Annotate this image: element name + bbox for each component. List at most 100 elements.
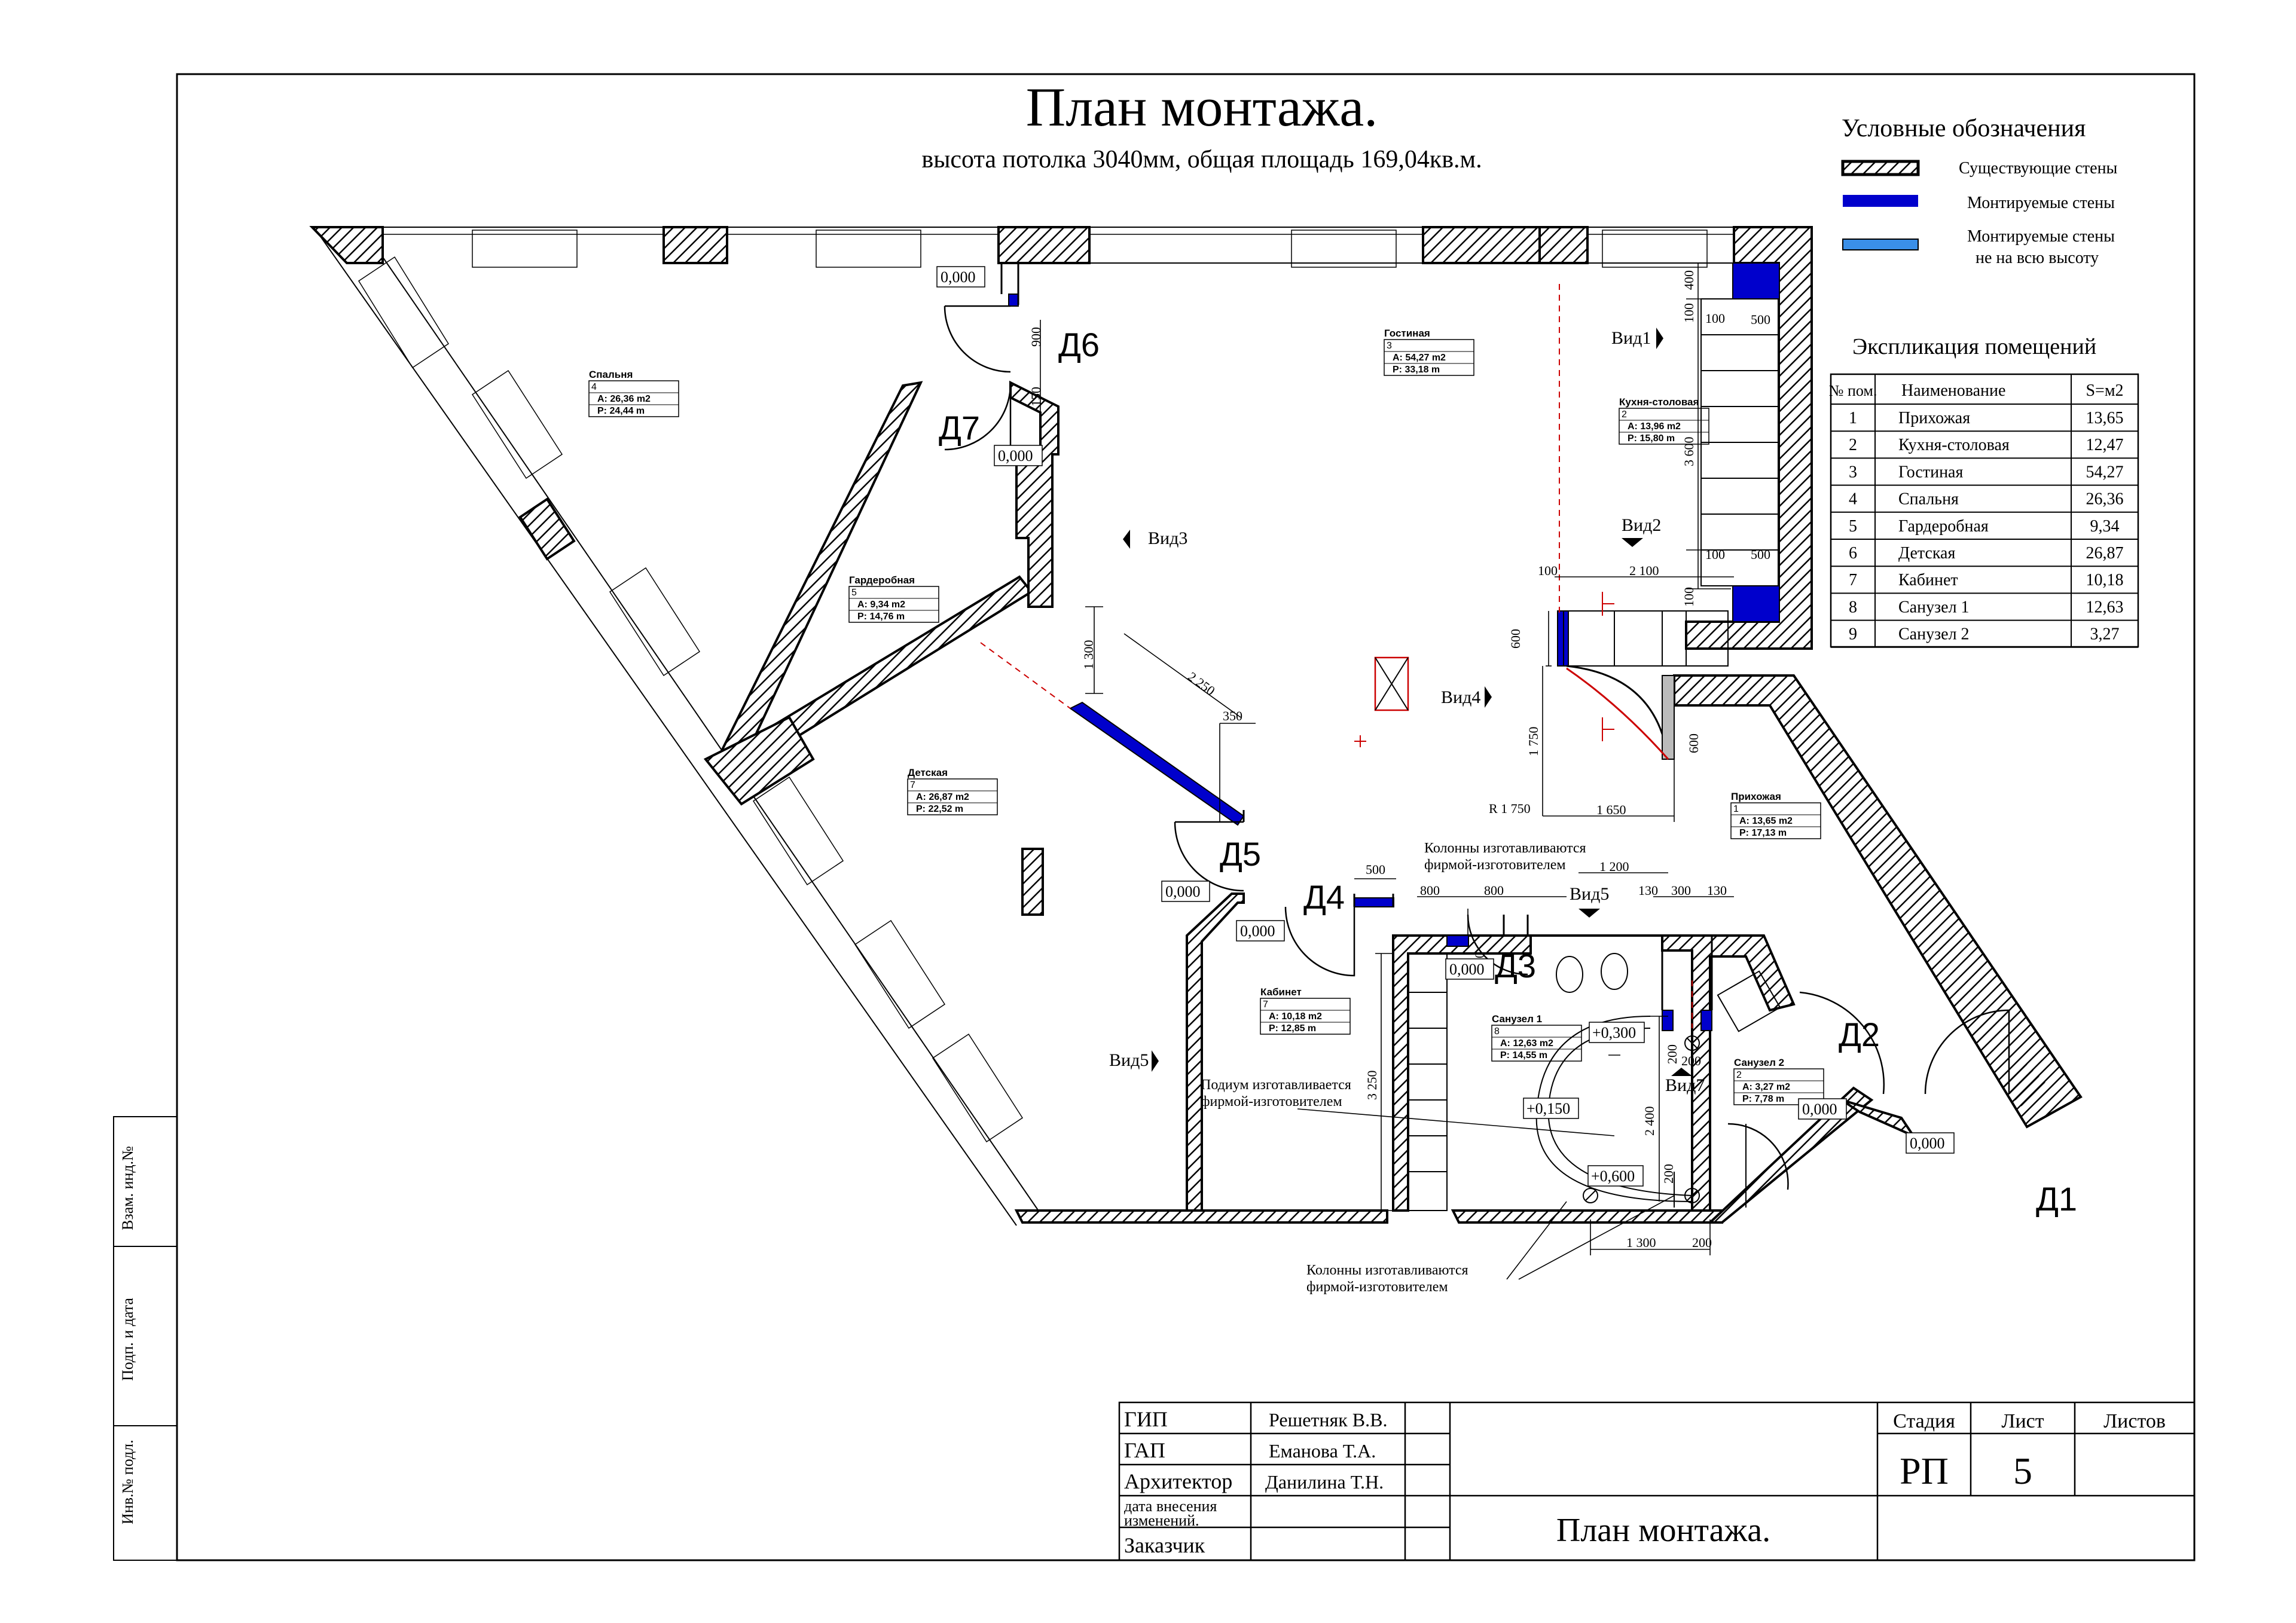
stamp-podp: Подп. и дата	[119, 1298, 136, 1381]
room-perim: P: 14,76 m	[857, 612, 905, 622]
view-5-b: Вид5	[1109, 1050, 1149, 1070]
note-columns-bottom-1: Колонны изготавливаются	[1306, 1263, 1468, 1278]
dim-500-b: 500	[1751, 547, 1770, 562]
door-d4: Д4	[1303, 878, 1345, 916]
level-3: 0,000	[1165, 883, 1201, 900]
explication-area: 12,63	[2086, 598, 2124, 616]
room-label: Санузел 22A: 3,27 m2P: 7,78 m	[1733, 1057, 1824, 1105]
room-num: 3	[1387, 341, 1392, 351]
room-name: Гардеробная	[849, 574, 915, 586]
dim-600-b: 600	[1686, 733, 1701, 753]
dim-400: 400	[1681, 270, 1696, 290]
view-5-a: Вид5	[1570, 884, 1609, 904]
dim-350: 350	[1223, 708, 1242, 723]
legend-partial-label-2: не на всю высоту	[1976, 249, 2099, 267]
room-perim: P: 22,52 m	[916, 804, 963, 814]
explication-num: 7	[1849, 571, 1857, 589]
room-name: Прихожая	[1731, 791, 1781, 802]
explication-name: Спальня	[1898, 490, 1959, 509]
dim-100-b: 100	[1705, 311, 1725, 326]
note-podium-1: Подиум изготавливается	[1201, 1077, 1351, 1093]
wall-center-spine	[1009, 380, 1060, 608]
dim-100-a: 100	[1681, 303, 1696, 323]
legend-existing-label: Существующие стены	[1959, 159, 2118, 178]
dim-100-d: 100	[1538, 563, 1558, 578]
view-1: Вид1	[1611, 328, 1651, 348]
dim-800-b: 800	[1484, 883, 1504, 898]
dim-1300-b: 1 300	[1626, 1235, 1656, 1250]
dim-800-a: 800	[1420, 883, 1440, 898]
dim-500-c: 500	[1366, 862, 1385, 877]
tb-sheet-label: Лист	[2001, 1410, 2044, 1432]
wall-bath2-bottom	[1451, 1209, 1723, 1224]
explication-area: 54,27	[2086, 463, 2124, 481]
level-1: 0,000	[941, 268, 976, 286]
view-4: Вид4	[1441, 687, 1480, 707]
level-6: 0,000	[1802, 1101, 1837, 1118]
tb-drawing-title: План монтажа.	[1556, 1512, 1770, 1549]
room-perim: P: 7,78 m	[1742, 1094, 1784, 1104]
tb-role-architect: Архитектор	[1124, 1469, 1232, 1493]
room-area: A: 26,36 m2	[597, 394, 651, 404]
dim-300: 300	[1671, 883, 1691, 898]
tb-stage-label: Стадия	[1893, 1410, 1955, 1432]
wall-diagonal-pier	[518, 497, 576, 561]
room-area: A: 10,18 m2	[1269, 1011, 1322, 1022]
legend-title: Условные обозначения	[1842, 115, 2086, 142]
wall-pier-2	[997, 226, 1091, 264]
room-area: A: 13,65 m2	[1739, 816, 1793, 826]
explication-table: Экспликация помещений № пом. Наименовани…	[1829, 334, 2139, 648]
room-label: Санузел 18A: 12,63 m2P: 14,55 m	[1491, 1013, 1582, 1062]
level-7: 0,000	[1910, 1135, 1945, 1152]
room-perim: P: 24,44 m	[597, 406, 645, 416]
tb-stage: РП	[1900, 1450, 1949, 1492]
room-area: A: 9,34 m2	[857, 600, 905, 610]
explication-name: Прихожая	[1898, 409, 1970, 427]
wall-mounted-6	[1446, 935, 1469, 947]
room-perim: P: 15,80 m	[1628, 433, 1675, 444]
dim-1200: 1 200	[1599, 859, 1629, 874]
level-10: +0,600	[1591, 1167, 1635, 1185]
sheet-frame	[176, 73, 2196, 1561]
dim-130-b: 130	[1707, 883, 1727, 898]
dim-200-b: 200	[1665, 1044, 1680, 1064]
dim-1300: 1 300	[1081, 640, 1096, 670]
dim-600-a: 600	[1508, 629, 1523, 649]
wall-small-pier	[1021, 848, 1044, 916]
explication-header-num: № пом.	[1829, 382, 1877, 399]
wall-mounted-1	[1732, 262, 1780, 299]
stamp-inv: Инв.№ подл.	[119, 1439, 136, 1524]
explication-area: 13,65	[2086, 409, 2124, 427]
room-perim: P: 14,55 m	[1500, 1050, 1547, 1060]
note-columns-top-2: фирмой-изготовителем	[1424, 857, 1566, 873]
level-9: +0,150	[1526, 1100, 1570, 1117]
wall-mounted-8	[1700, 1010, 1712, 1031]
wall-d2-right	[1840, 1099, 1917, 1139]
explication-num: 8	[1849, 598, 1857, 616]
note-columns-bottom-2: фирмой-изготовителем	[1306, 1279, 1448, 1295]
room-num: 1	[1733, 804, 1739, 814]
explication-name: Гостиная	[1898, 463, 1963, 481]
explication-num: 3	[1849, 463, 1857, 481]
explication-name: Санузел 1	[1898, 598, 1970, 616]
dim-3250: 3 250	[1364, 1071, 1379, 1101]
explication-area: 3,27	[2090, 625, 2120, 644]
wall-mounted-5	[1354, 897, 1394, 907]
tb-role-customer: Заказчик	[1124, 1533, 1205, 1557]
page-title: План монтажа.	[1026, 77, 1378, 137]
explication-name: Кухня-столовая	[1898, 436, 2010, 454]
room-area: A: 3,27 m2	[1742, 1082, 1790, 1092]
tb-role-gip: ГИП	[1124, 1407, 1168, 1431]
wall-top-left-corner	[309, 226, 384, 264]
dim-900: 900	[1028, 327, 1043, 347]
explication-name: Санузел 2	[1898, 625, 1970, 644]
room-num: 7	[1263, 1000, 1268, 1010]
explication-name: Гардеробная	[1898, 517, 1989, 536]
explication-num: 2	[1849, 436, 1857, 454]
explication-num: 9	[1849, 625, 1857, 644]
